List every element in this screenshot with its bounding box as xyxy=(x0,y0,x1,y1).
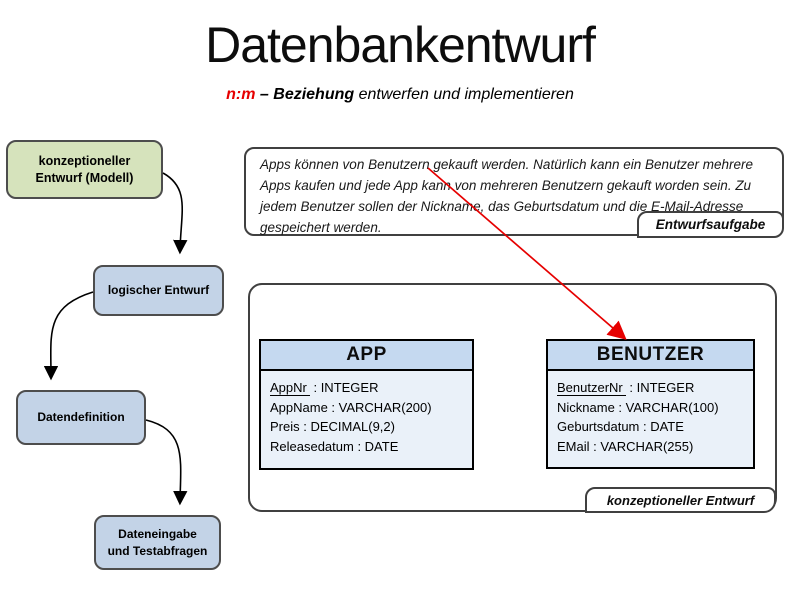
attribute-type: : INTEGER xyxy=(625,380,695,395)
attribute-name: Geburtsdatum xyxy=(557,419,640,434)
flow-arrow-3 xyxy=(145,419,188,506)
flow-arrow-1 xyxy=(162,172,188,255)
entity-attributes: BenutzerNr : INTEGER Nickname : VARCHAR(… xyxy=(548,371,753,456)
flow-step-label: konzeptioneller Entwurf (Modell) xyxy=(35,153,134,185)
attribute-type: : DATE xyxy=(353,438,399,454)
attribute-name: Releasedatum xyxy=(270,438,354,454)
flow-arrow-2 xyxy=(43,291,94,381)
entwurfsaufgabe-tag: Entwurfsaufgabe xyxy=(637,211,784,238)
attribute-name-pk: BenutzerNr xyxy=(557,380,626,396)
flow-step-label: Datendefinition xyxy=(37,410,125,425)
entity-table-app: APP AppNr : INTEGER AppName : VARCHAR(20… xyxy=(259,339,474,470)
attribute-row: BenutzerNr : INTEGER xyxy=(557,378,744,398)
attribute-name: Preis xyxy=(270,419,300,434)
attribute-name: Nickname xyxy=(557,399,615,415)
task-line: Apps kaufen und jede App kann von mehrer… xyxy=(260,178,752,193)
attribute-row: Nickname : VARCHAR(100) xyxy=(557,398,744,418)
attribute-type: : VARCHAR(200) xyxy=(327,399,432,415)
flow-step-dateneingabe: Dateneingabe und Testabfragen xyxy=(94,515,221,570)
konzeptioneller-entwurf-tag: konzeptioneller Entwurf xyxy=(585,487,776,513)
attribute-row: Preis : DECIMAL(9,2) xyxy=(270,417,463,437)
subtitle-relation-term: n:m xyxy=(226,86,256,103)
page-subtitle: n:m – Beziehung entwerfen und implementi… xyxy=(0,86,800,104)
entity-attributes: AppNr : INTEGER AppName : VARCHAR(200) P… xyxy=(261,371,472,456)
attribute-row: AppNr : INTEGER xyxy=(270,378,463,398)
page-title: Datenbankentwurf xyxy=(205,17,596,73)
attribute-name: EMail xyxy=(557,438,590,454)
attribute-name-pk: AppNr xyxy=(270,380,310,396)
attribute-type: : DATE xyxy=(639,419,684,434)
flow-step-label: logischer Entwurf xyxy=(107,283,210,298)
flow-step-konzeptioneller-entwurf: konzeptioneller Entwurf (Modell) xyxy=(6,140,163,199)
task-line: gespeichert werden. xyxy=(260,220,382,235)
flow-step-label: Dateneingabe und Testabfragen xyxy=(107,527,208,558)
entity-table-benutzer: BENUTZER BenutzerNr : INTEGER Nickname :… xyxy=(546,339,755,469)
attribute-row: Geburtsdatum : DATE xyxy=(557,417,744,437)
attribute-type: : VARCHAR(100) xyxy=(614,399,719,415)
attribute-row: Releasedatum : DATE xyxy=(270,437,463,457)
subtitle-bold-part: – Beziehung xyxy=(255,86,355,103)
attribute-type: : DECIMAL(9,2) xyxy=(299,419,395,434)
attribute-name: AppName xyxy=(270,399,328,415)
attribute-row: EMail : VARCHAR(255) xyxy=(557,437,744,457)
attribute-type: : INTEGER xyxy=(309,380,379,395)
attribute-type: : VARCHAR(255) xyxy=(589,438,694,454)
flow-step-logischer-entwurf: logischer Entwurf xyxy=(93,265,224,316)
task-line: Apps können von Benutzern gekauft werden… xyxy=(260,157,754,172)
attribute-row: AppName : VARCHAR(200) xyxy=(270,398,463,418)
entity-header: APP xyxy=(261,341,472,371)
subtitle-tail: entwerfen und implementieren xyxy=(354,86,574,103)
entity-header: BENUTZER xyxy=(548,341,753,371)
flow-step-datendefinition: Datendefinition xyxy=(16,390,146,445)
